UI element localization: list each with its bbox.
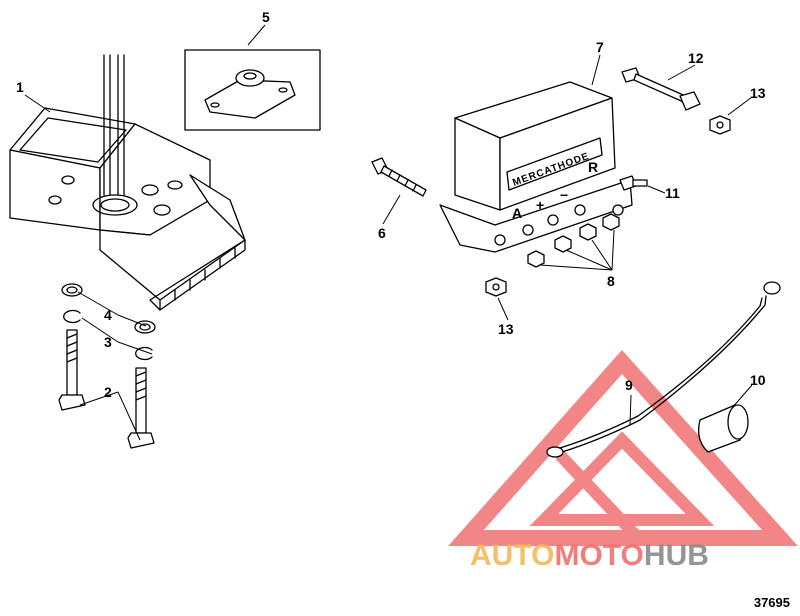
callout-1: 1 (16, 79, 24, 95)
nut-upper (709, 115, 731, 135)
screw-left (58, 329, 86, 411)
callout-13-lower: 13 (498, 321, 514, 337)
nut-lower (485, 277, 507, 297)
watermark-logo (448, 349, 798, 546)
controller-module (439, 81, 633, 253)
callout-10: 10 (750, 372, 766, 388)
brand-hub: HUB (644, 539, 709, 572)
ground-wire (546, 281, 781, 458)
callout-8: 8 (607, 273, 615, 289)
long-bolt (371, 157, 427, 197)
small-screw (619, 175, 648, 191)
callout-12: 12 (688, 50, 704, 66)
terminal-minus-label: − (560, 187, 568, 203)
cap (697, 404, 749, 453)
stud (621, 67, 701, 111)
callout-6: 6 (378, 225, 386, 241)
washer-left (61, 283, 83, 297)
terminal-plus-label: + (536, 197, 544, 213)
screw-right (127, 367, 155, 449)
terminal-nuts (527, 213, 620, 268)
lock-washer-left (63, 309, 81, 324)
callout-13-upper: 13 (750, 85, 766, 101)
callout-7: 7 (596, 39, 604, 55)
brand-moto: MOTO (554, 539, 643, 572)
electrode-inset (184, 49, 321, 131)
callout-2: 2 (104, 384, 112, 400)
terminal-r-label: R (588, 159, 598, 175)
svg-text:AUTOMOTOHUB: AUTOMOTOHUB (470, 539, 709, 572)
callout-4: 4 (104, 307, 112, 323)
callout-5: 5 (262, 9, 270, 25)
leader-lines (24, 24, 753, 441)
callout-3: 3 (104, 334, 112, 350)
terminal-a-label: A (512, 205, 522, 221)
watermark-brand: AUTOMOTOHUB (470, 539, 709, 572)
brand-auto: AUTO (470, 539, 554, 572)
mounting-bracket (9, 54, 246, 311)
figure-number: 37695 (753, 595, 790, 610)
lock-washer-right (135, 346, 153, 361)
callout-9: 9 (625, 377, 633, 393)
callout-11: 11 (665, 185, 680, 201)
